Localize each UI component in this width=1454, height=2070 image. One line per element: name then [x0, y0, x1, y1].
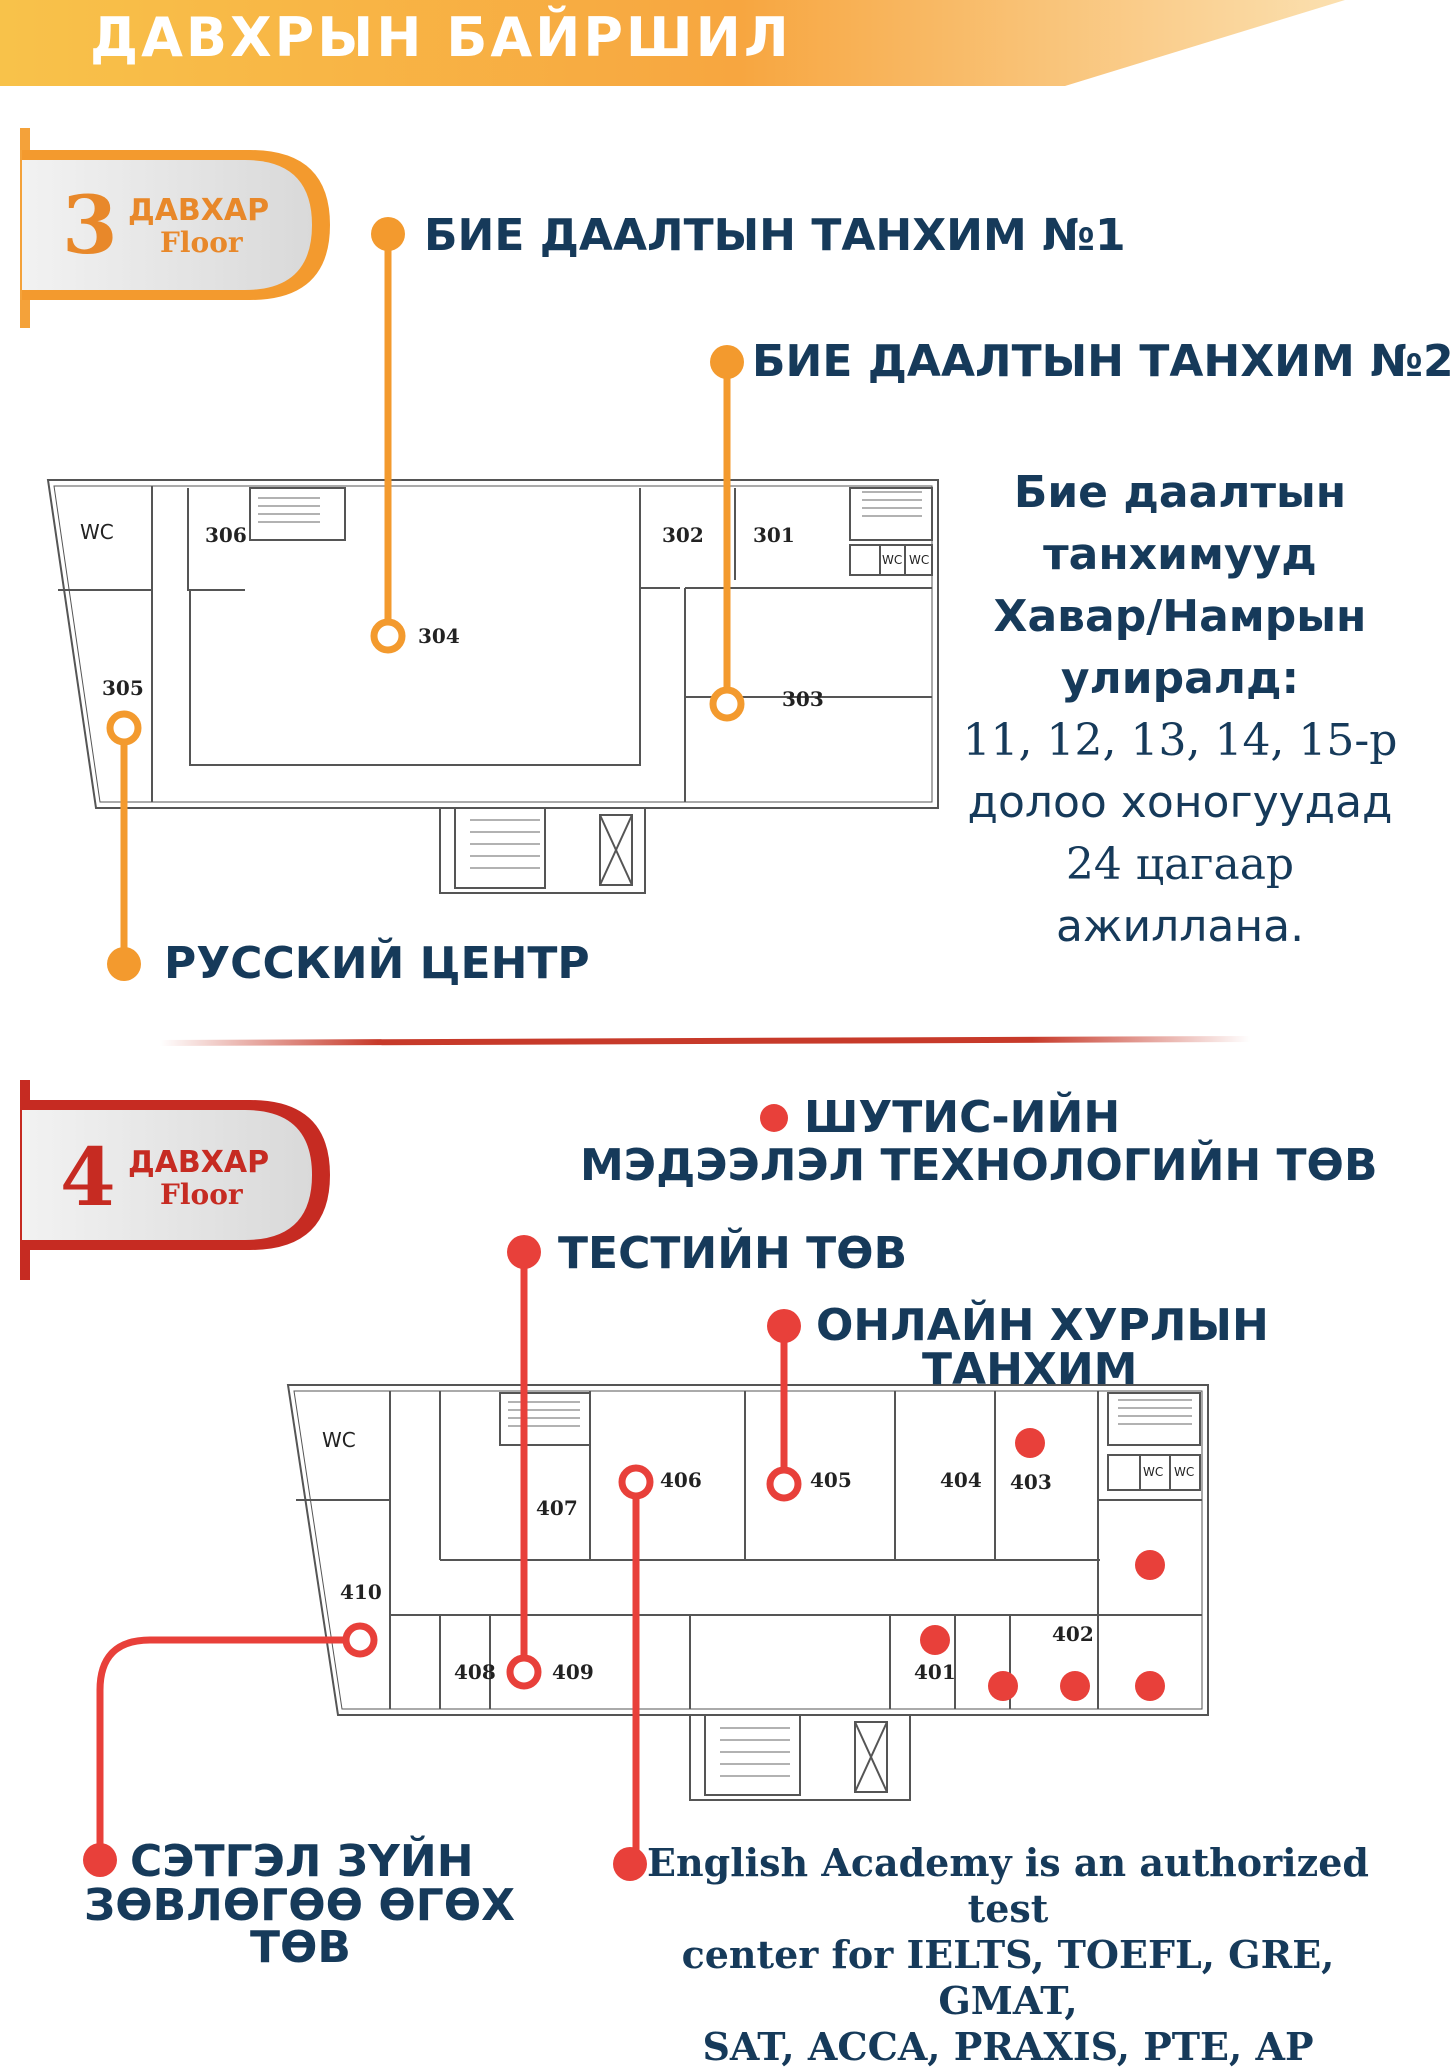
room-301: 301 — [753, 523, 795, 547]
floor4-plan — [286, 1384, 1209, 1801]
info-line-8: ажиллана. — [1055, 901, 1305, 952]
marker-dot-test-center — [507, 1235, 541, 1269]
floor4-room-dots — [920, 1428, 1165, 1701]
room-303: 303 — [782, 687, 824, 711]
label-online-hall-line2: ТАНХИМ — [922, 1344, 1138, 1395]
info-line-6: долоо хоногуудад — [967, 777, 1393, 828]
label-online-hall-line1: ОНЛАЙН ХУРЛЫН — [816, 1300, 1269, 1351]
marker-dot-study-hall-2 — [710, 345, 744, 379]
marker-ring-304 — [370, 618, 406, 654]
room-wc-small-b: WC — [909, 553, 930, 567]
label-counseling-line1: СЭТГЭЛ ЗҮЙН — [130, 1836, 474, 1887]
floor3-badge-floor: Floor — [160, 226, 243, 259]
marker-dot-english-academy — [613, 1847, 647, 1881]
floor4-badge-shape — [20, 1080, 330, 1280]
label-study-hall-2: БИЕ ДААЛТЫН ТАНХИМ №2 — [752, 336, 1454, 387]
english-academy-line2: center for IELTS, TOEFL, GRE, GMAT, — [681, 1932, 1335, 2023]
label-study-hall-1: БИЕ ДААЛТЫН ТАНХИМ №1 — [424, 210, 1126, 261]
floor4-badge-floor: Floor — [160, 1178, 243, 1211]
info-line-7: 24 цагаар — [1065, 839, 1295, 890]
leader-line-counseling — [96, 1636, 346, 1860]
marker-ring-305 — [106, 710, 142, 746]
info-line-4: улиралд: — [1060, 653, 1300, 704]
room-wc-small-4b: WC — [1174, 1465, 1195, 1479]
marker-ring-410 — [342, 1622, 378, 1658]
room-405: 405 — [810, 1468, 852, 1492]
info-line-1: Бие даалтын — [1013, 467, 1347, 518]
section-divider — [160, 1036, 1250, 1046]
room-403: 403 — [1010, 1470, 1052, 1494]
marker-dot-study-hall-1 — [371, 217, 405, 251]
marker-dot-online-hall — [767, 1309, 801, 1343]
label-counseling-line2: ЗӨВЛӨГӨӨ ӨГӨХ — [84, 1880, 516, 1931]
floor3-badge-word: ДАВХАР — [128, 193, 270, 228]
room-wc: WC — [80, 520, 114, 544]
room-407: 407 — [536, 1496, 578, 1520]
room-wc-small-4a: WC — [1143, 1465, 1164, 1479]
room-408: 408 — [454, 1660, 496, 1684]
label-russian-center: РУССКИЙ ЦЕНТР — [164, 938, 590, 989]
page-title: ДАВХРЫН БАЙРШИЛ — [90, 6, 792, 69]
marker-dot-it-center — [760, 1104, 788, 1132]
room-306: 306 — [205, 523, 247, 547]
marker-ring-409 — [506, 1654, 542, 1690]
english-academy-line1: English Academy is an authorized test — [647, 1840, 1369, 1931]
label-test-center: ТЕСТИЙН ТӨВ — [558, 1228, 908, 1279]
room-404: 404 — [940, 1468, 982, 1492]
info-line-2: танхимууд — [1043, 529, 1317, 580]
room-410: 410 — [340, 1580, 382, 1604]
floor3-badge-number: 3 — [62, 178, 118, 272]
room-409: 409 — [552, 1660, 594, 1684]
marker-ring-406 — [618, 1464, 654, 1500]
room-304: 304 — [418, 624, 460, 648]
marker-ring-303 — [709, 686, 745, 722]
label-counseling-line3: ТӨВ — [250, 1922, 351, 1973]
floor3-markers — [106, 217, 745, 981]
floor3-plan — [46, 479, 939, 894]
room-302: 302 — [662, 523, 704, 547]
label-it-center-line1: ШУТИС-ИЙН — [804, 1092, 1121, 1143]
title-banner — [0, 0, 1345, 86]
floor4-stair-lines — [508, 1399, 1192, 1777]
floor4-markers — [83, 1104, 802, 1881]
room-406: 406 — [660, 1468, 702, 1492]
room-402: 402 — [1052, 1622, 1094, 1646]
room-wc-small-a: WC — [882, 553, 903, 567]
marker-ring-405 — [766, 1466, 802, 1502]
room-401: 401 — [914, 1660, 956, 1684]
marker-dot-russian-center — [107, 947, 141, 981]
marker-dot-counseling — [83, 1843, 117, 1877]
english-academy-line3: SAT, ACCA, PRAXIS, PTE, AP — [702, 2024, 1314, 2069]
floor3-badge-shape — [20, 128, 330, 328]
background-graphics — [0, 0, 1345, 1881]
floor3-stair-lines — [258, 491, 922, 869]
label-it-center-line2: МЭДЭЭЛЭЛ ТЕХНОЛОГИЙН ТӨВ — [580, 1140, 1378, 1191]
study-hall-hours-note: Бие даалтын танхимууд Хавар/Намрын улира… — [960, 462, 1400, 958]
room-wc-4: WC — [322, 1428, 356, 1452]
info-line-5: 11, 12, 13, 14, 15-р — [962, 715, 1398, 766]
floor4-badge-word: ДАВХАР — [128, 1145, 270, 1180]
floor4-badge-number: 4 — [60, 1130, 116, 1224]
english-academy-note: English Academy is an authorized test ce… — [608, 1840, 1408, 2070]
info-line-3: Хавар/Намрын — [993, 591, 1367, 642]
room-305: 305 — [102, 676, 144, 700]
